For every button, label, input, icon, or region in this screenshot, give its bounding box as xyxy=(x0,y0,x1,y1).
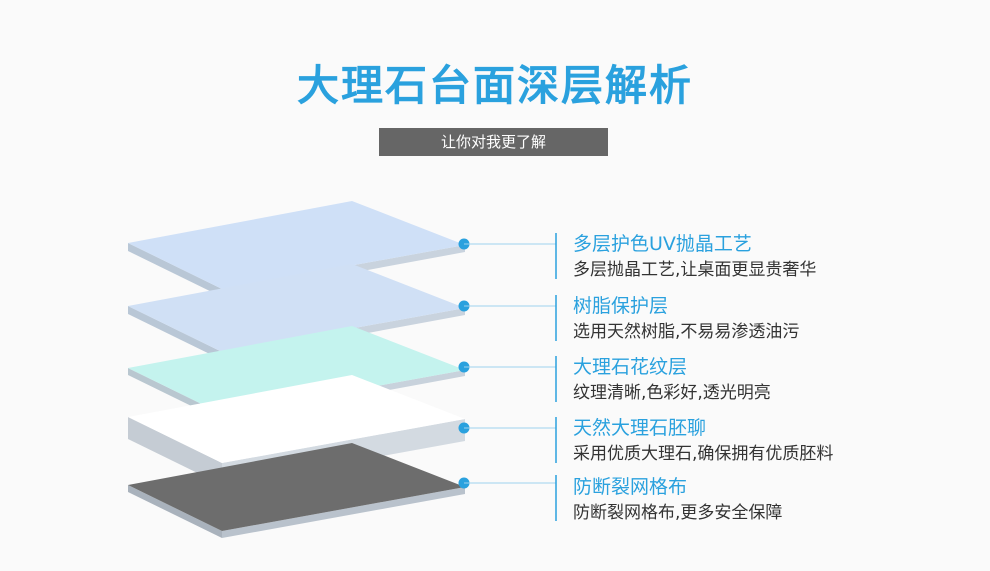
layer-label-mesh: 防断裂网格布 防断裂网格布,更多安全保障 xyxy=(573,474,973,526)
layer-marble-pattern-top xyxy=(128,326,465,414)
layer-resin-edge xyxy=(128,306,222,360)
layer-mesh-edge xyxy=(128,485,222,538)
connector-3 xyxy=(458,356,557,402)
layer-uv-coating-top xyxy=(128,201,465,289)
layer-label-marble-pattern: 大理石花纹层 纹理清晰,色彩好,透光明亮 xyxy=(573,354,973,406)
layer-marble-slab-edge xyxy=(128,417,222,485)
layer-label-desc: 采用优质大理石,确保拥有优质胚料 xyxy=(573,444,834,464)
layer-label-desc: 多层抛晶工艺,让桌面更显贵奢华 xyxy=(573,260,817,280)
layer-mesh-top xyxy=(128,443,465,531)
layer-mesh xyxy=(128,443,465,538)
layer-label-title: 天然大理石胚聊 xyxy=(573,417,707,439)
layer-label-uv-coating: 多层护色UV抛晶工艺 多层抛晶工艺,让桌面更显贵奢华 xyxy=(573,231,973,283)
connector-5 xyxy=(458,475,557,521)
layer-resin-top xyxy=(128,264,465,352)
connector-2 xyxy=(458,295,557,341)
page-title: 大理石台面深层解析 xyxy=(296,61,693,110)
connector-1 xyxy=(458,233,557,279)
layer-marble-slab-top xyxy=(128,375,465,463)
layer-label-desc: 选用天然树脂,不易易渗透油污 xyxy=(573,322,800,342)
layer-mesh-side xyxy=(222,487,465,538)
layer-label-title: 多层护色UV抛晶工艺 xyxy=(573,233,752,255)
layer-label-title: 大理石花纹层 xyxy=(573,356,688,378)
connector-4 xyxy=(458,417,557,463)
layer-label-title: 防断裂网格布 xyxy=(573,476,688,498)
layer-label-marble-slab: 天然大理石胚聊 采用优质大理石,确保拥有优质胚料 xyxy=(573,415,973,467)
page-subtitle-badge: 让你对我更了解 xyxy=(379,128,608,156)
layer-uv-coating-edge xyxy=(128,243,222,297)
layer-label-resin: 树脂保护层 选用天然树脂,不易易渗透油污 xyxy=(573,293,973,345)
layer-label-desc: 纹理清晰,色彩好,透光明亮 xyxy=(573,383,771,403)
layer-label-desc: 防断裂网格布,更多安全保障 xyxy=(573,503,783,523)
layer-label-title: 树脂保护层 xyxy=(573,295,669,317)
